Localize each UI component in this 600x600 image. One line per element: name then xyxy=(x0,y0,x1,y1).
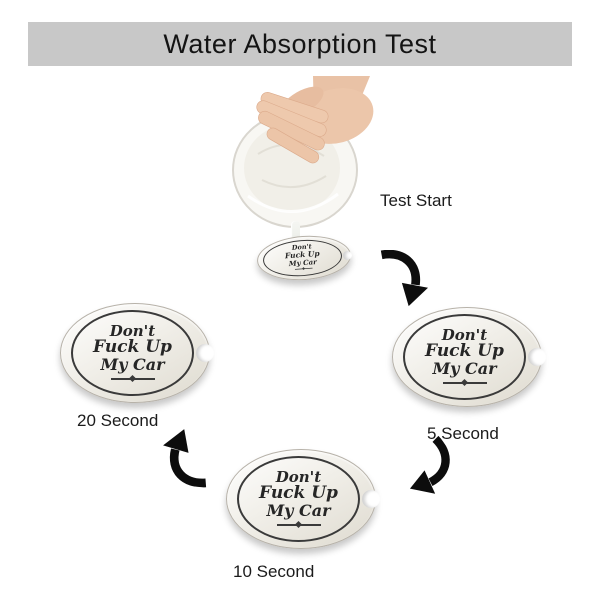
curved-arrow-icon xyxy=(163,429,207,488)
curved-arrow-icon xyxy=(409,435,450,494)
coaster-test-start-ring: Don't Fuck Up My Car xyxy=(261,237,344,279)
coaster-text-line1: Don't xyxy=(441,325,488,344)
coaster-notch xyxy=(528,348,546,366)
coaster-text-line3: My Car xyxy=(100,354,165,374)
hand-pouring-cup-photo xyxy=(232,76,374,228)
flourish-ornament xyxy=(442,379,487,386)
coaster-notch xyxy=(342,250,353,261)
coaster-text-line1: Don't xyxy=(109,321,156,340)
coaster-20s: Don't Fuck Up My Car xyxy=(60,303,214,403)
coaster-5s: Don't Fuck Up My Car xyxy=(392,307,546,407)
step-label-10-second: 10 Second xyxy=(233,562,315,581)
coaster-text-line2: Fuck Up xyxy=(259,483,338,504)
step-label-test-start: Test Start xyxy=(380,191,452,210)
page-title: Water Absorption Test xyxy=(163,28,437,59)
coaster-20s-ring: Don't Fuck Up My Car xyxy=(71,310,194,396)
coaster-text-line3: My Car xyxy=(266,500,331,520)
flourish-ornament xyxy=(110,375,155,382)
coaster-notch xyxy=(196,344,214,362)
coaster-text-line1: Don't xyxy=(275,467,322,486)
coaster-notch xyxy=(362,490,380,508)
coaster-text-line3: My Car xyxy=(432,358,497,378)
hand xyxy=(256,76,374,164)
flourish-ornament xyxy=(294,266,312,270)
coaster-10s-ring: Don't Fuck Up My Car xyxy=(237,456,360,542)
coaster-5s-ring: Don't Fuck Up My Car xyxy=(403,314,526,400)
step-label-20-second: 20 Second xyxy=(77,411,159,430)
flourish-ornament xyxy=(276,521,321,528)
coaster-text-line2: Fuck Up xyxy=(425,341,504,362)
coaster-10s: Don't Fuck Up My Car xyxy=(226,449,380,549)
coaster-text-line2: Fuck Up xyxy=(93,337,172,358)
curved-arrow-icon xyxy=(380,250,428,307)
title-banner: Water Absorption Test xyxy=(28,22,572,66)
coaster-text-line3: My Car xyxy=(288,256,318,268)
step-label-5-second: 5 Second xyxy=(427,424,499,443)
